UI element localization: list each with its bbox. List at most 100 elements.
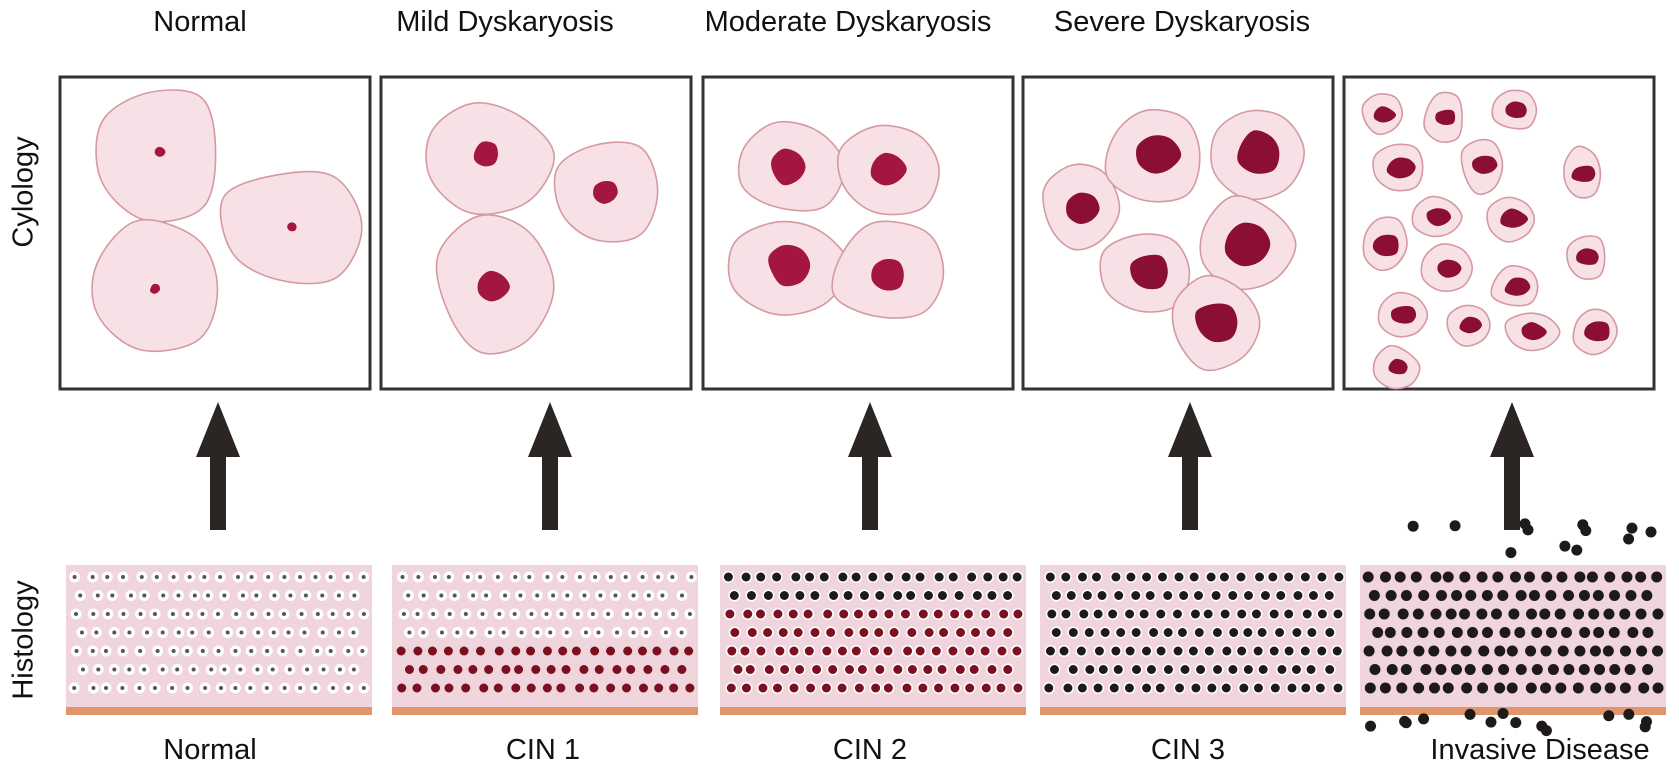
histology-nucleus bbox=[200, 612, 205, 616]
arrow-up-1 bbox=[196, 402, 240, 530]
histology-nucleus bbox=[733, 665, 743, 674]
histology-nucleus bbox=[1465, 590, 1477, 601]
histology-nucleus bbox=[1625, 590, 1637, 601]
histology-nucleus bbox=[152, 612, 157, 616]
histology-nucleus bbox=[1302, 609, 1312, 619]
histology-nucleus bbox=[455, 630, 460, 635]
histology-nucleus bbox=[453, 665, 463, 674]
histology-nucleus bbox=[90, 649, 95, 653]
histology-nucleus bbox=[868, 609, 878, 619]
histology-nucleus bbox=[191, 667, 196, 672]
histology-nucleus bbox=[623, 575, 628, 579]
histology-nucleus bbox=[1401, 627, 1413, 638]
histology-nucleus bbox=[1292, 628, 1302, 637]
histology-nucleus bbox=[981, 683, 991, 693]
histology-nucleus bbox=[1207, 683, 1217, 693]
histology-nucleus bbox=[804, 646, 814, 656]
histology-nucleus bbox=[956, 628, 966, 637]
histology-nucleus bbox=[1394, 571, 1406, 583]
histology-nucleus bbox=[1177, 628, 1187, 637]
histology-nucleus bbox=[1541, 571, 1553, 583]
histology-nucleus bbox=[238, 667, 243, 672]
arrow-shaft bbox=[210, 455, 226, 530]
histology-block-3 bbox=[720, 565, 1026, 715]
histology-nucleus bbox=[972, 591, 982, 600]
histology-nucleus bbox=[1609, 664, 1621, 675]
histology-nucleus bbox=[298, 686, 303, 690]
cell-nucleus bbox=[1521, 322, 1547, 341]
histology-nucleus bbox=[461, 683, 471, 693]
histology-nucleus bbox=[907, 628, 917, 637]
histology-nucleus bbox=[874, 628, 884, 637]
histology-nucleus bbox=[511, 646, 521, 656]
tissue-layer bbox=[392, 565, 698, 715]
cell-nucleus bbox=[1373, 106, 1396, 123]
histology-nucleus bbox=[950, 683, 960, 693]
histology-nucleus bbox=[1093, 609, 1103, 619]
histology-nucleus bbox=[948, 572, 958, 582]
histology-nucleus bbox=[1045, 572, 1055, 582]
histology-nucleus bbox=[1079, 609, 1089, 619]
histology-nucleus bbox=[1076, 646, 1086, 656]
histology-nucleus bbox=[361, 612, 366, 616]
histology-nucleus bbox=[321, 667, 326, 672]
histology-nucleus bbox=[518, 593, 523, 598]
histology-nucleus bbox=[256, 630, 261, 635]
histology-nucleus bbox=[1131, 628, 1141, 637]
histology-nucleus bbox=[829, 591, 839, 600]
histology-nucleus bbox=[1301, 683, 1311, 693]
histology-nucleus bbox=[1498, 664, 1510, 675]
histology-nucleus bbox=[590, 646, 600, 656]
histology-nucleus bbox=[185, 612, 190, 616]
histology-nucleus bbox=[346, 649, 351, 653]
histology-nucleus bbox=[1509, 571, 1521, 583]
histology-nucleus bbox=[1044, 683, 1054, 693]
histology-nucleus bbox=[1592, 590, 1604, 601]
histology-nucleus bbox=[565, 593, 570, 598]
histology-nucleus bbox=[1556, 571, 1568, 583]
histology-nucleus bbox=[1379, 682, 1391, 694]
histology-nucleus bbox=[415, 612, 420, 616]
histology-nucleus bbox=[1442, 682, 1454, 694]
histology-nucleus bbox=[397, 683, 407, 693]
histology-nucleus bbox=[746, 591, 756, 600]
histology-nucleus bbox=[893, 665, 903, 674]
histology-nucleus bbox=[780, 665, 790, 674]
histology-nucleus bbox=[535, 630, 540, 635]
histology-nucleus bbox=[497, 612, 502, 616]
histology-nucleus bbox=[598, 593, 603, 598]
histology-nucleus bbox=[203, 686, 208, 690]
histology-nucleus bbox=[1450, 664, 1462, 675]
histology-nucleus bbox=[514, 665, 524, 674]
histology-nucleus bbox=[1315, 683, 1325, 693]
histology-nucleus bbox=[112, 630, 117, 635]
histology-nucleus bbox=[154, 575, 159, 579]
histology-nucleus bbox=[902, 683, 912, 693]
histology-nucleus bbox=[1269, 609, 1279, 619]
histology-nucleus bbox=[170, 686, 175, 690]
invading-cell bbox=[1485, 716, 1497, 728]
histology-nucleus bbox=[812, 665, 822, 674]
histology-nucleus bbox=[155, 649, 160, 653]
histology-nucleus bbox=[606, 612, 611, 616]
invading-cell bbox=[1510, 717, 1522, 729]
histology-nucleus bbox=[1499, 627, 1511, 638]
histology-nucleus bbox=[1557, 645, 1569, 657]
histology-nucleus bbox=[1619, 608, 1631, 620]
histology-nucleus bbox=[346, 612, 351, 616]
histology-nucleus bbox=[1578, 664, 1590, 675]
histology-nucleus bbox=[1651, 571, 1663, 583]
histology-block-5 bbox=[1360, 518, 1666, 737]
histology-nucleus bbox=[361, 686, 366, 690]
histology-nucleus bbox=[1396, 645, 1408, 657]
histology-nucleus bbox=[79, 630, 84, 635]
invading-cell bbox=[1399, 715, 1411, 727]
histology-nucleus bbox=[1045, 646, 1055, 656]
histology-nucleus bbox=[1145, 591, 1155, 600]
histology-nucleus bbox=[175, 667, 180, 672]
histology-nucleus bbox=[1163, 628, 1173, 637]
histology-nucleus bbox=[1063, 683, 1073, 693]
histology-nucleus bbox=[1652, 682, 1664, 694]
histology-nucleus bbox=[1497, 590, 1509, 601]
